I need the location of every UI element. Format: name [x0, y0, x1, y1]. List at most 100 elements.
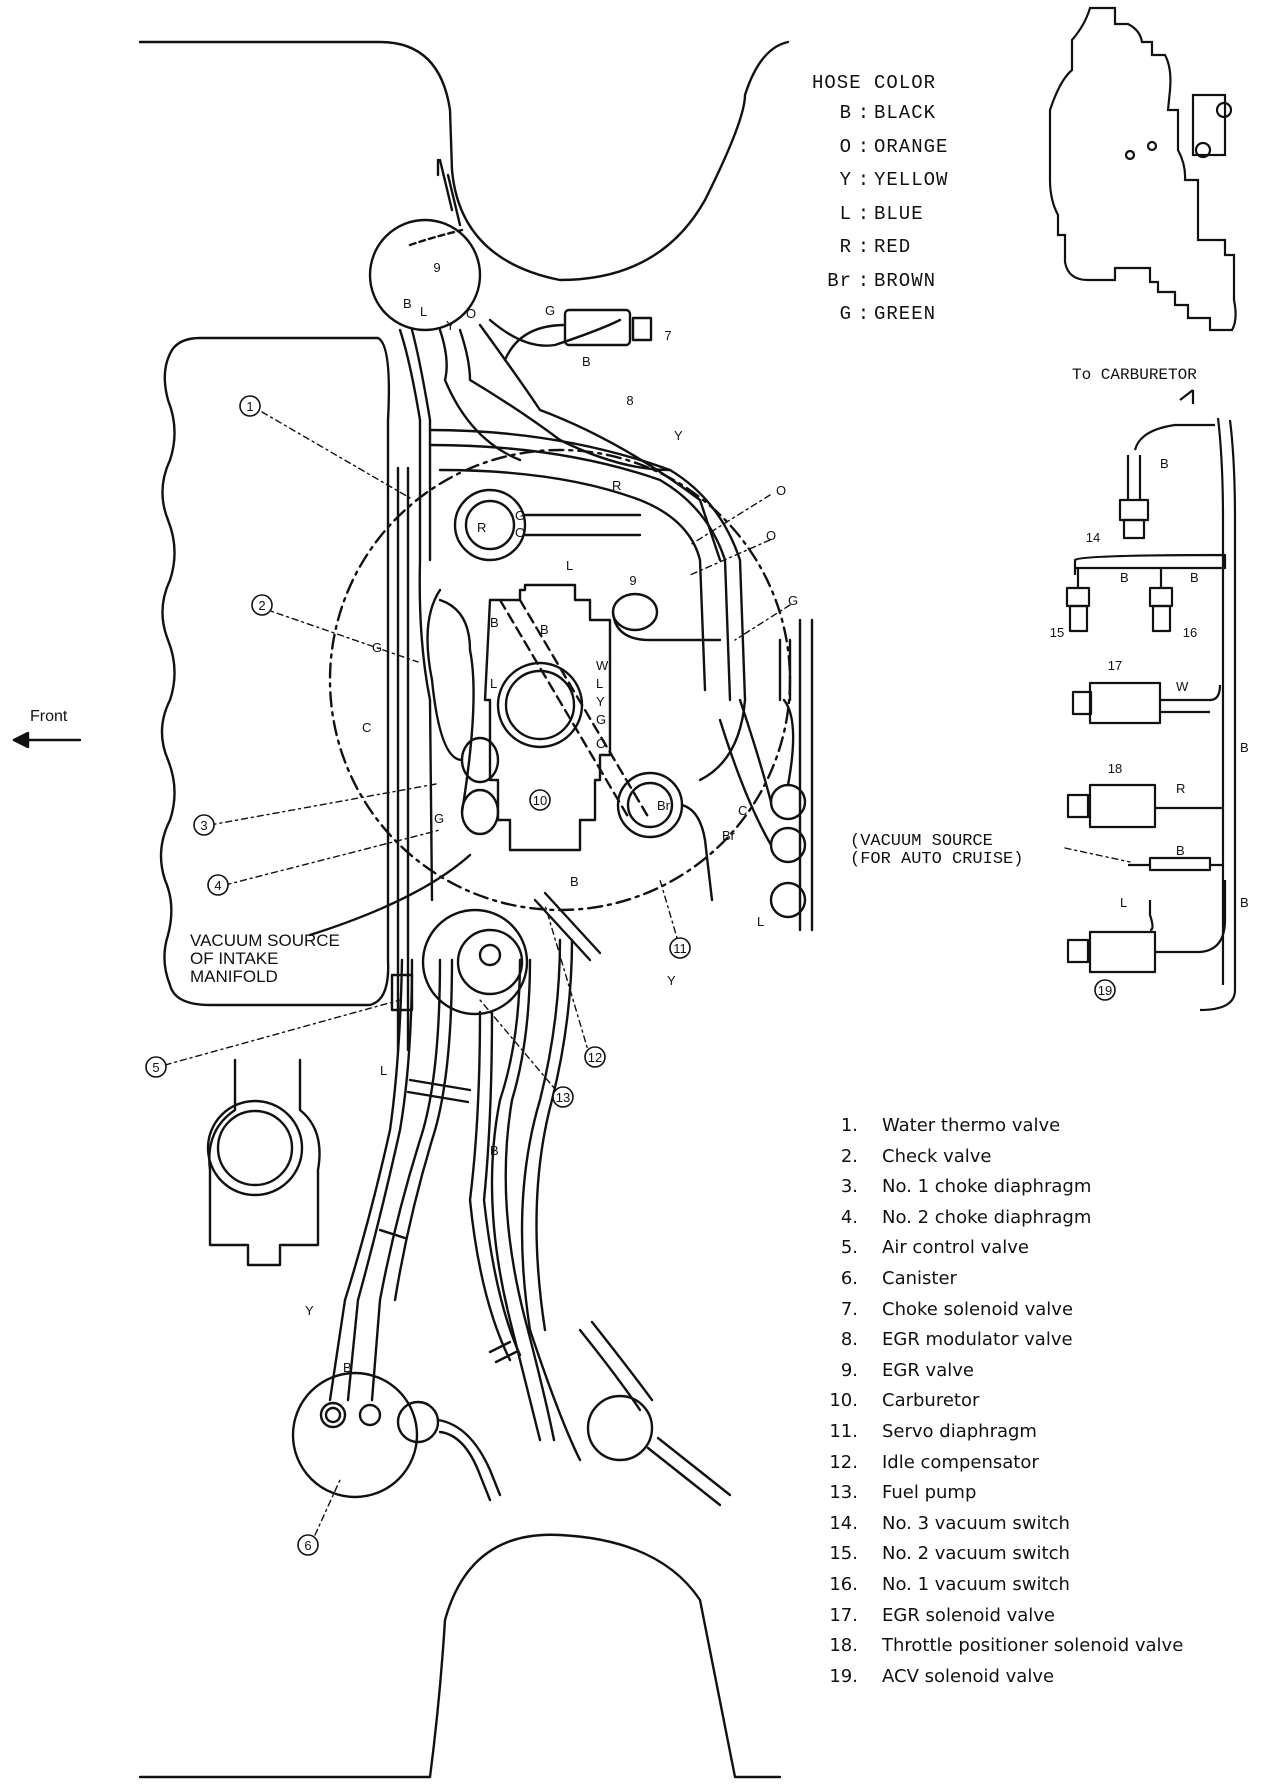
egr-solenoid-valve	[1088, 681, 1162, 725]
list-item: 12.Idle compensator	[829, 1451, 1039, 1473]
egr-modulator-valve	[368, 218, 482, 332]
engine-mount-circle-inner	[216, 1109, 294, 1187]
hose-letter-b3: B	[490, 615, 499, 630]
vacuum-source-intake-label: VACUUM SOURCE OF INTAKE MANIFOLD	[190, 931, 340, 986]
idle-compensator	[533, 891, 602, 962]
legend-row: R:RED	[839, 236, 912, 258]
hose-letter-br: Br	[657, 798, 671, 813]
callout-12: 12	[588, 1050, 602, 1065]
no2-choke-diaphragm	[460, 788, 500, 836]
list-item: 4.No. 2 choke diaphragm	[840, 1206, 1092, 1228]
callout-11: 11	[673, 941, 687, 956]
legend-row: G:GREEN	[839, 303, 937, 325]
egr-valve	[611, 592, 659, 632]
engine-mount	[208, 1058, 321, 1267]
callout-19: 19	[1098, 983, 1112, 998]
callout-9-top: 9	[433, 260, 440, 275]
list-item: 3.No. 1 choke diaphragm	[840, 1176, 1092, 1198]
legend-row: Y:YELLOW	[839, 169, 949, 191]
front-label: Front	[30, 708, 68, 725]
no1-vacuum-switch	[1148, 586, 1174, 608]
hose-letter-r3: G	[434, 811, 444, 826]
list-item: 11.Servo diaphragm	[829, 1420, 1037, 1442]
hose-letter-g5: G	[788, 593, 798, 608]
parts-list: 1.Water thermo valve 2.Check valve 3.No.…	[818, 1115, 1183, 1696]
hose-letter-l: L	[420, 304, 427, 319]
vacuum-source-auto-cruise-label: (VACUUM SOURCE (FOR AUTO CRUISE)	[850, 832, 1024, 869]
legend-row: B:BLACK	[839, 102, 937, 124]
callout-16: 16	[1183, 625, 1197, 640]
hose-letter-b5: B	[570, 874, 579, 889]
hose-letter-y4: Y	[667, 973, 676, 988]
sub-hose-w: W	[1176, 679, 1189, 694]
no3-vacuum-switch	[1118, 498, 1150, 522]
hose-letter-l3: L	[490, 676, 497, 691]
sub-hose-b6: B	[1240, 895, 1249, 910]
list-item: 1.Water thermo valve	[840, 1115, 1061, 1136]
callout-7: 7	[664, 328, 671, 343]
acv-solenoid-valve	[1088, 930, 1157, 974]
hose-letter-y2: Y	[674, 428, 683, 443]
legend-title: HOSE COLOR	[812, 72, 937, 94]
choke-solenoid-valve	[563, 308, 632, 347]
hose-letter-c: C	[362, 720, 371, 735]
hose-letter-b: B	[403, 296, 412, 311]
sub-hose-b3: B	[1190, 570, 1199, 585]
hose-letter-g3: G	[372, 640, 382, 655]
hose-letter-b4: B	[540, 622, 549, 637]
list-item: 6.Canister	[840, 1267, 957, 1289]
engine-outline-top	[138, 40, 790, 282]
engine-mount-circle-outer	[206, 1099, 304, 1197]
list-item: 18.Throttle positioner solenoid valve	[829, 1635, 1184, 1657]
callout-18: 18	[1108, 761, 1122, 776]
callout-5: 5	[152, 1060, 159, 1075]
sub-hose-r: R	[1176, 781, 1185, 796]
callout-6: 6	[304, 1538, 311, 1553]
fuel-filter	[586, 1394, 654, 1462]
engine-outline-bottom	[138, 1533, 782, 1779]
hose-letter-o5: O	[766, 528, 776, 543]
callout-17: 17	[1108, 658, 1122, 673]
hose-letter-l2: L	[566, 558, 573, 573]
to-carburetor-label: To CARBURETOR	[1072, 366, 1197, 384]
callout-1: 1	[246, 399, 253, 414]
legend-row: O:ORANGE	[839, 135, 949, 158]
sub-hose-b4: B	[1240, 740, 1249, 755]
hose-letter-y5: Y	[305, 1303, 314, 1318]
callout-15: 15	[1050, 625, 1064, 640]
cylinder-block-outline	[159, 336, 391, 1007]
sub-hose-b1: B	[1160, 456, 1169, 471]
sub-hose-l: L	[1120, 895, 1127, 910]
hose-letter-o2: O	[515, 525, 525, 540]
legend-row: Br:BROWN	[827, 269, 937, 292]
list-item: 2.Check valve	[840, 1145, 992, 1167]
hose-letter-y: Y	[446, 318, 455, 333]
list-item: 17.EGR solenoid valve	[829, 1604, 1055, 1626]
air-control-valve	[390, 973, 414, 1012]
hose-letter-o4: O	[776, 483, 786, 498]
no2-vacuum-switch	[1065, 586, 1091, 608]
canister	[291, 1371, 419, 1499]
list-item: 16.No. 1 vacuum switch	[829, 1573, 1070, 1595]
right-valve-c	[769, 881, 807, 919]
callout-13: 13	[556, 1090, 570, 1105]
callout-14: 14	[1086, 530, 1100, 545]
hose-letter-l5: L	[757, 914, 764, 929]
list-item: 15.No. 2 vacuum switch	[829, 1543, 1070, 1565]
hose-letter-b2: B	[582, 354, 591, 369]
hose-letter-g4: G	[596, 712, 606, 727]
carburetor-body	[483, 583, 612, 852]
hose-letter-c2: C	[738, 803, 747, 818]
sub-hose-b5: B	[1176, 843, 1185, 858]
hose-color-legend: HOSE COLOR B:BLACK O:ORANGE Y:YELLOW L:B…	[812, 72, 948, 337]
list-item: 8.EGR modulator valve	[840, 1329, 1073, 1351]
list-item: 19.ACV solenoid valve	[829, 1665, 1055, 1687]
hose-letter-b7: B	[343, 1360, 352, 1375]
legend-row: L:BLUE	[839, 202, 924, 225]
callout-3: 3	[200, 818, 207, 833]
list-item: 9.EGR valve	[840, 1359, 974, 1381]
callout-4: 4	[214, 878, 221, 893]
hose-letter-l4: L	[596, 676, 603, 691]
carburetor-throttle-bore	[496, 661, 584, 749]
